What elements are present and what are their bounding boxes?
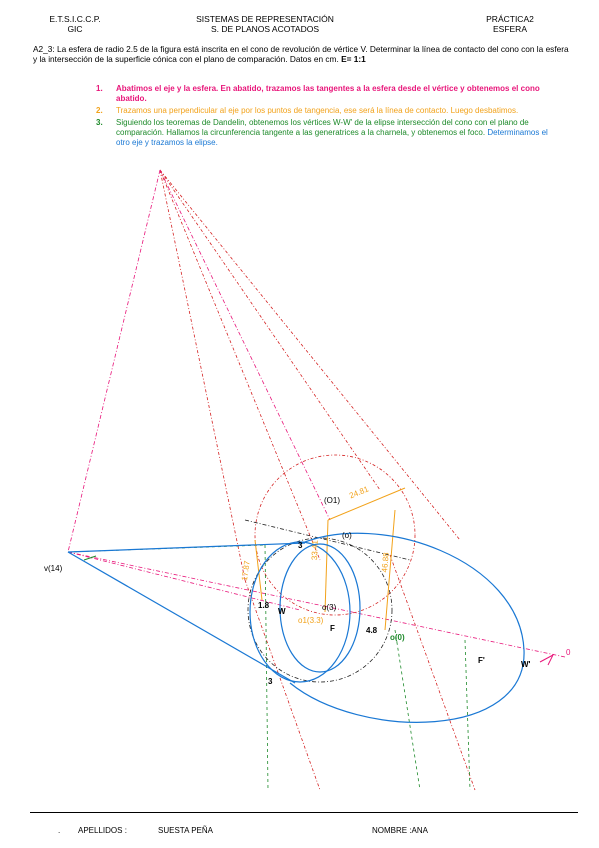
label-w-prime: W' (521, 660, 531, 669)
step-1: 1. Abatimos el eje y la esfera. En abati… (96, 84, 556, 104)
red-line-3 (159, 169, 461, 541)
problem-statement: A2_3: La esfera de radio 2.5 de la figur… (33, 44, 573, 64)
step-2: 2. Trazamos una perpendicular al eje por… (96, 106, 556, 116)
apellidos-value: SUESTA PEÑA (158, 826, 213, 835)
practice-line1: PRÁCTICA2 (486, 14, 534, 24)
footer-dot: . (58, 826, 61, 835)
label-o1-33: o1(3.3) (298, 616, 324, 625)
red-line-4 (159, 169, 246, 581)
practice-line2: ESFERA (492, 24, 527, 34)
step-3: 3. Siguiendo los teoremas de Dandelin, o… (96, 118, 556, 148)
label-4-8: 4.8 (366, 626, 378, 635)
cone-generatrix-bottom (67, 551, 296, 684)
school-line1: E.T.S.I.C.C.P. (49, 14, 101, 24)
apellidos-label: APELLIDOS : (78, 826, 127, 835)
label-f-prime: F' (478, 656, 485, 665)
step-2-number: 2. (96, 106, 103, 115)
axis-arrow-icon (539, 653, 555, 666)
vertex-marker (83, 555, 97, 561)
practice-title: PRÁCTICA2 ESFERA (475, 14, 545, 34)
school-line2: GIC (67, 24, 83, 34)
magenta-axis (67, 551, 566, 658)
statement-text: A2_3: La esfera de radio 2.5 de la figur… (33, 44, 569, 64)
dim-33-41: 33.41 (310, 539, 320, 561)
intersection-ellipse (289, 532, 525, 723)
label-o3: o(3) (322, 603, 337, 612)
sphere-outline (279, 543, 361, 673)
step-3-text: Siguiendo los teoremas de Dandelin, obte… (116, 118, 529, 137)
red-line-2 (159, 169, 381, 491)
red-line-6 (389, 554, 476, 791)
step-1-number: 1. (96, 84, 103, 93)
label-zero: 0 (566, 648, 571, 657)
orange-line-2 (324, 519, 329, 613)
label-o0: o(0) (390, 633, 405, 642)
label-o1: (O1) (324, 496, 340, 505)
label-f: F (330, 624, 335, 633)
green-line-3 (394, 629, 421, 791)
magenta-line-3 (67, 551, 301, 611)
statement-scale: E= 1:1 (341, 54, 366, 64)
subject-line2: S. DE PLANOS ACOTADOS (210, 24, 319, 34)
label-3-top: 3 (298, 541, 303, 550)
label-v: v(14) (44, 564, 63, 573)
orange-construction-lines (254, 487, 406, 631)
label-o: (o) (342, 531, 352, 540)
red-line-5 (244, 579, 321, 791)
step-3-number: 3. (96, 118, 103, 127)
orange-line-1 (327, 487, 406, 521)
vertex-tick (83, 555, 97, 561)
red-line-1 (159, 169, 321, 561)
cone-generatrix-top (67, 542, 306, 553)
orange-line-4 (384, 509, 396, 631)
magenta-line-2 (159, 169, 331, 521)
solution-steps: 1. Abatimos el eje y la esfera. En abati… (96, 84, 556, 150)
orange-line-3 (254, 539, 263, 601)
subject-title: SISTEMAS DE REPRESENTACIÓN S. DE PLANOS … (180, 14, 350, 34)
magenta-construction-lines (67, 169, 566, 658)
blue-cone-and-ellipses (67, 532, 525, 723)
step-2-text: Trazamos una perpendicular al eje por lo… (116, 106, 519, 115)
label-1-8: 1.8 (258, 601, 270, 610)
step-1-text: Abatimos el eje y la esfera. En abatido,… (116, 84, 540, 103)
label-w: W (278, 607, 286, 616)
green-line-2 (264, 544, 269, 791)
contact-ellipse (249, 541, 351, 683)
red-construction-lines (159, 169, 476, 791)
magenta-line-1 (67, 169, 161, 553)
label-3-bottom: 3 (268, 677, 273, 686)
nombre-field: NOMBRE :ANA (372, 826, 429, 835)
red-circle (254, 454, 416, 616)
step-3-text-extra: Determinamos el otro eje y trazamos la e… (116, 128, 548, 147)
school-name: E.T.S.I.C.C.P. GIC (40, 14, 110, 34)
subject-line1: SISTEMAS DE REPRESENTACIÓN (196, 14, 334, 24)
green-line-4 (464, 639, 471, 791)
dark-circle-1 (247, 537, 393, 683)
dim-46-88: 46.88 (380, 552, 391, 573)
footer-divider (30, 812, 578, 813)
